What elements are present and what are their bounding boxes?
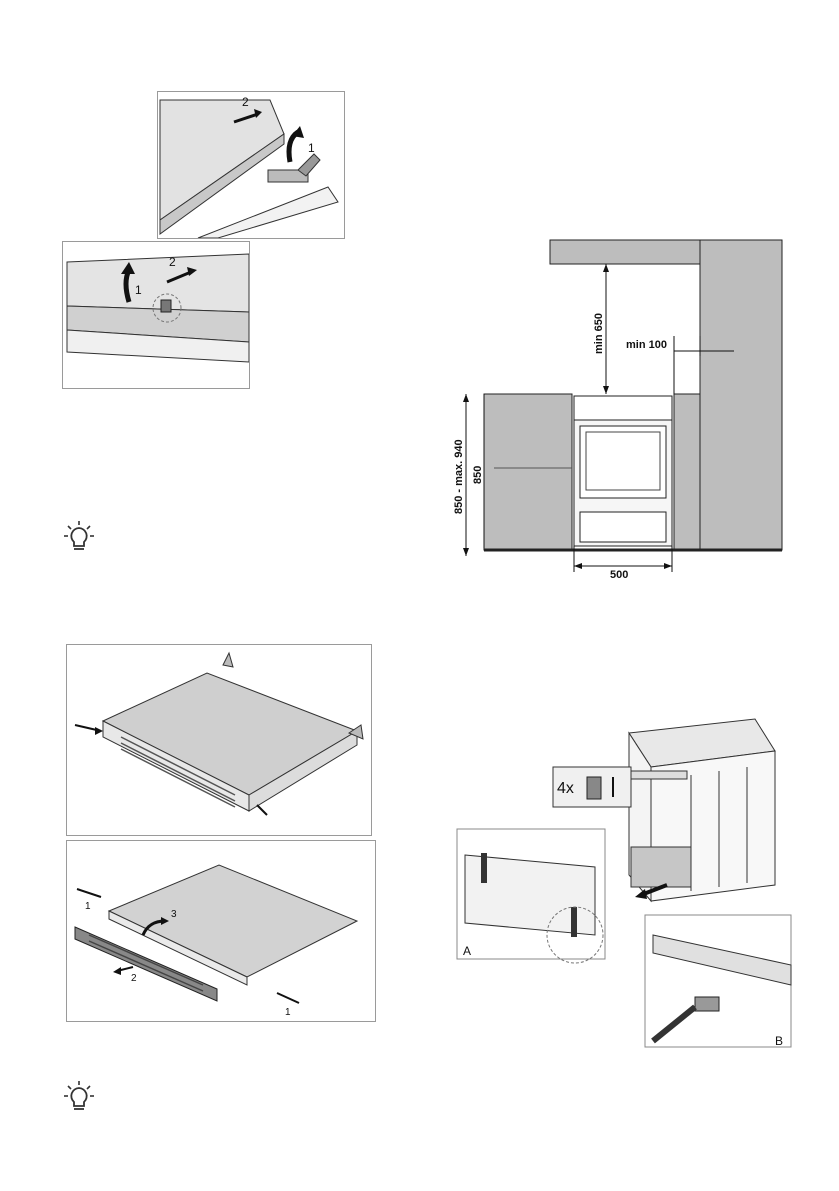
figure-lid-removal-1: 2 1 (157, 91, 345, 239)
figure-lid-removal-2: 2 1 (62, 241, 250, 389)
dim-min-100: min 100 (626, 339, 667, 351)
drawer-label-2: 2 (131, 973, 137, 984)
drawer-label-3: 3 (171, 909, 177, 920)
installation-dimensions-diagram: min 650 min 100 850 - max. 940 850 500 (444, 236, 786, 582)
dim-range: 850 - max. 940 (453, 439, 465, 514)
feet-count: 4x (557, 780, 574, 797)
drawer-label-1-left: 1 (85, 901, 91, 912)
label-a: A (463, 944, 471, 958)
dim-height: 850 (472, 466, 484, 484)
arrow-label-2: 2 (242, 95, 249, 109)
lightbulb-tip-icon (62, 1080, 96, 1114)
arrow-label-2: 2 (169, 255, 176, 269)
figure-drawer-1 (66, 644, 372, 836)
figure-drawer-2: 1 2 3 1 (66, 840, 376, 1022)
arrow-label-1: 1 (308, 141, 315, 155)
dim-width: 500 (610, 569, 628, 581)
lightbulb-tip-icon (62, 520, 96, 554)
figure-feet-adjustment: 4x A B (455, 715, 795, 1051)
drawer-label-1-right: 1 (285, 1007, 291, 1018)
dim-min-650: min 650 (593, 313, 605, 354)
arrow-label-1: 1 (135, 283, 142, 297)
label-b: B (775, 1034, 783, 1048)
